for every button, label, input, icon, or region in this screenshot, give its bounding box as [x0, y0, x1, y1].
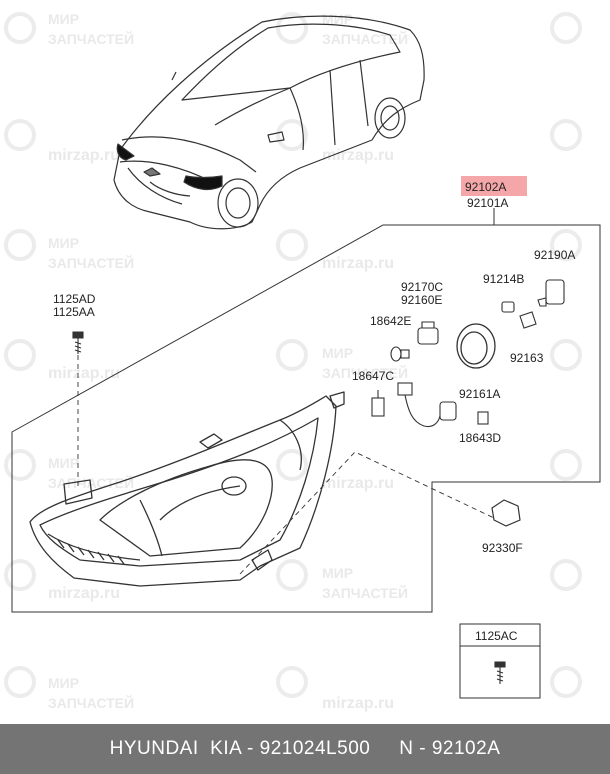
watermark-line2: ЗАПЧАСТЕЙ [322, 584, 408, 601]
part-label-1125AC[interactable]: 1125AC [475, 629, 518, 643]
part-label-1125AA[interactable]: 1125AA [53, 305, 95, 319]
watermark-line2: ЗАПЧАСТЕЙ [48, 254, 134, 271]
bulb-18642E-icon [390, 346, 410, 362]
bulb-18643D-icon [477, 411, 489, 425]
part-label-92330F[interactable]: 92330F [482, 541, 523, 555]
bulb-holder-92170C-icon [417, 321, 439, 345]
part-label-92163[interactable]: 92163 [510, 351, 544, 365]
dust-cap-91214B-icon [501, 301, 515, 313]
part-label-92161A[interactable]: 92161A [459, 387, 500, 401]
watermark-line1: МИР [322, 565, 353, 581]
watermark-line1: МИР [322, 345, 353, 361]
actuator-92190A-icon [537, 279, 565, 307]
watermark-layer: МИР ЗАПЧАСТЕЙ МИР ЗАПЧАСТЕЙ mirzap.ru mi… [4, 11, 582, 712]
cap-ring-92161A-icon [456, 323, 496, 369]
part-label-92170C[interactable]: 92170C [401, 280, 443, 294]
part-label-highlighted[interactable]: 92102A [465, 180, 506, 194]
footer-part-number: 921024L500 [259, 738, 371, 759]
watermark-line1: МИР [48, 11, 79, 27]
watermark-line1: МИР [48, 455, 79, 471]
watermark-line2: ЗАПЧАСТЕЙ [48, 30, 134, 47]
screw-1125AC-icon [494, 661, 506, 684]
footer-separator: - [413, 738, 432, 759]
bulb-18647C-icon [371, 390, 385, 417]
watermark-site: mirzap.ru [48, 585, 120, 602]
watermark-site: mirzap.ru [48, 147, 120, 164]
watermark-line2: ЗАПЧАСТЕЙ [48, 694, 134, 711]
watermark-site: mirzap.ru [322, 475, 394, 492]
watermark-site: mirzap.ru [322, 147, 394, 164]
footer-gap [370, 738, 399, 759]
part-label-18647C[interactable]: 18647C [352, 369, 394, 383]
part-label-1125AD[interactable]: 1125AD [53, 292, 96, 306]
watermark-line1: МИР [48, 235, 79, 251]
screw-1125AD-icon [72, 331, 84, 354]
part-label-92160E[interactable]: 92160E [401, 293, 442, 307]
footer-brand: HYUNDAI KIA [109, 738, 242, 759]
watermark-line1: МИР [322, 11, 353, 27]
watermark-line2: ЗАПЧАСТЕЙ [322, 364, 408, 381]
footer-n-label: N [399, 738, 414, 759]
wiring-connector-icon [397, 382, 457, 428]
footer-n-value: 92102A [431, 738, 501, 759]
assembly-frame [11, 208, 601, 613]
socket-92330F-icon [491, 499, 521, 527]
part-label-18642E[interactable]: 18642E [370, 314, 411, 328]
watermark-site: mirzap.ru [322, 695, 394, 712]
part-label-91214B[interactable]: 91214B [483, 272, 524, 286]
screw-box: 1125AC [459, 623, 541, 699]
part-label-assembly[interactable]: 92101A [467, 196, 508, 210]
part-label-92190A[interactable]: 92190A [534, 248, 575, 262]
headlamp-body [29, 391, 345, 587]
leader-lines [77, 355, 495, 575]
watermark-site: mirzap.ru [48, 365, 120, 382]
highlight-box [461, 176, 527, 196]
watermark-line2: ЗАПЧАСТЕЙ [48, 474, 134, 491]
part-label-18643D[interactable]: 18643D [459, 431, 501, 445]
footer-separator: - [241, 738, 260, 759]
watermark-line1: МИР [48, 675, 79, 691]
cover-92163-icon [519, 311, 537, 329]
watermark-site: mirzap.ru [322, 255, 394, 272]
watermark-logo-icon [4, 12, 582, 698]
car-illustration [113, 15, 425, 230]
footer-bar: HYUNDAI KIA - 921024L500 N - 92102A [0, 724, 610, 774]
